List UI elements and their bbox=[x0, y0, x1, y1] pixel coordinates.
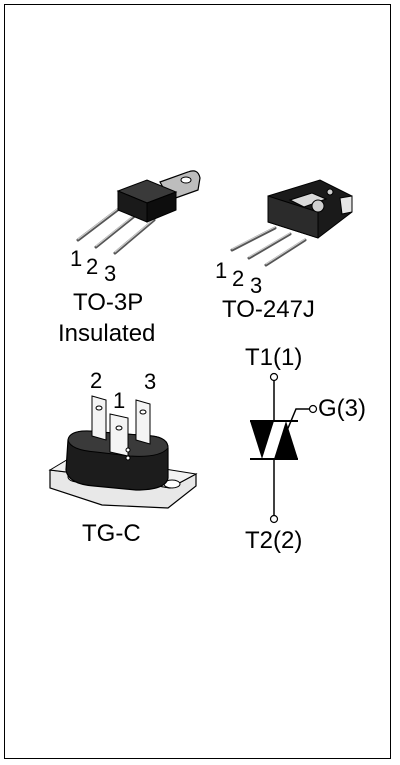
symbol-t1-label: T1(1) bbox=[245, 344, 303, 371]
symbol-gate-label: G(3) bbox=[318, 395, 366, 422]
to3p-pin-2: 2 bbox=[86, 254, 99, 279]
to3p-pin-1: 1 bbox=[70, 246, 83, 271]
to247j-pin-3: 3 bbox=[250, 273, 263, 298]
tgc-pin-1: 1 bbox=[113, 388, 126, 413]
to247j-pin-1: 1 bbox=[215, 258, 228, 283]
symbol-t2-label: T2(2) bbox=[245, 527, 303, 554]
tgc-package-name: TG-C bbox=[82, 520, 141, 547]
to247j-pin-2: 2 bbox=[232, 266, 245, 291]
tgc-pin-3: 3 bbox=[144, 369, 157, 394]
to3p-package-subtitle: Insulated bbox=[58, 320, 156, 347]
to3p-package-name: TO-3P bbox=[73, 289, 144, 316]
to247j-package-name: TO-247J bbox=[222, 296, 315, 323]
tgc-pin-2: 2 bbox=[90, 368, 103, 393]
datasheet-frame bbox=[4, 4, 391, 759]
to3p-pin-3: 3 bbox=[104, 261, 117, 286]
